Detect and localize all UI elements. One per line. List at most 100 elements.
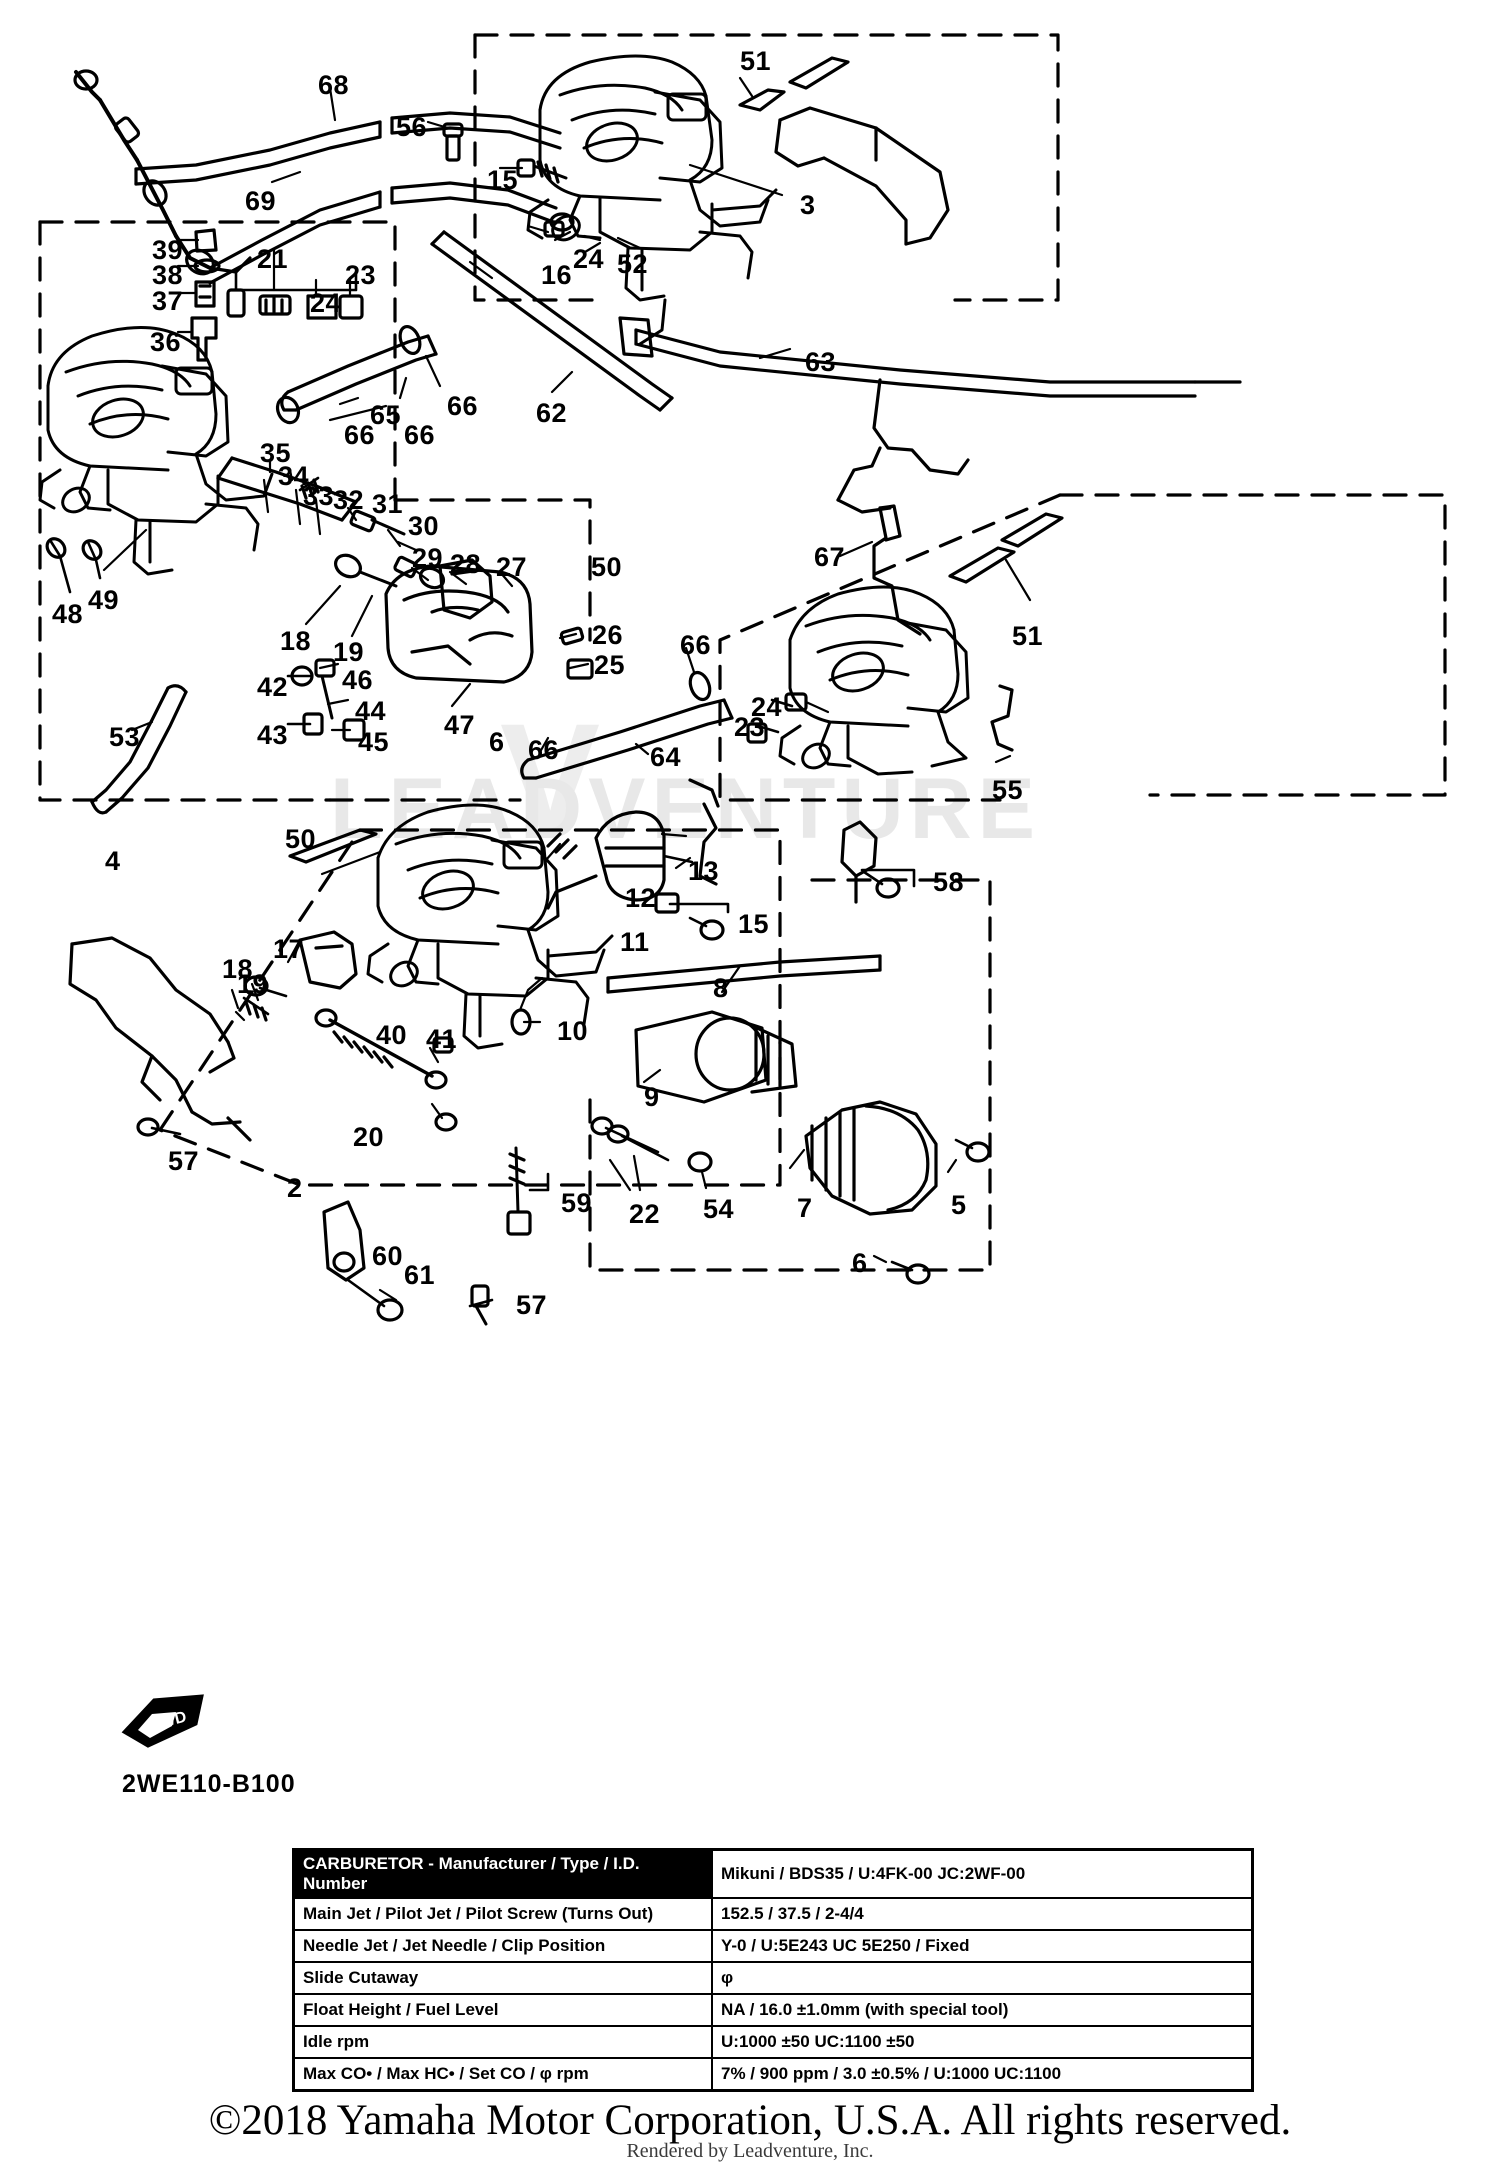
spec-table-row: CARBURETOR - Manufacturer / Type / I.D. … xyxy=(292,1848,1254,1900)
fwd-direction-marker: FWD xyxy=(118,1690,208,1750)
spec-value-cell: U:1000 ±50 UC:1100 ±50 xyxy=(711,2025,1254,2060)
callout-number-50: 50 xyxy=(591,552,623,582)
callout-number-3: 3 xyxy=(800,190,816,220)
callout-number-46: 46 xyxy=(342,665,374,695)
callout-number-24: 24 xyxy=(573,244,605,274)
callout-number-55: 55 xyxy=(992,775,1024,805)
callout-number-61: 61 xyxy=(404,1260,436,1290)
callout-number-52: 52 xyxy=(617,249,649,279)
callout-number-43: 43 xyxy=(257,720,289,750)
callout-number-60: 60 xyxy=(372,1241,404,1271)
callout-number-51: 51 xyxy=(740,46,772,76)
callout-number-30: 30 xyxy=(408,511,440,541)
callout-number-51: 51 xyxy=(1012,621,1044,651)
callout-number-18: 18 xyxy=(280,626,312,656)
spec-label-cell: Main Jet / Pilot Jet / Pilot Screw (Turn… xyxy=(292,1897,713,1932)
callout-number-49: 49 xyxy=(88,585,120,615)
callout-number-54: 54 xyxy=(703,1194,735,1224)
callout-number-50: 50 xyxy=(285,824,317,854)
callout-number-67: 67 xyxy=(814,542,846,572)
callout-number-56: 56 xyxy=(396,112,428,142)
callout-number-57: 57 xyxy=(168,1146,200,1176)
callout-number-7: 7 xyxy=(797,1193,813,1223)
callout-number-57: 57 xyxy=(516,1290,548,1320)
callout-number-37: 37 xyxy=(152,286,184,316)
callout-number-68: 68 xyxy=(318,70,350,100)
spec-value-cell: 7% / 900 ppm / 3.0 ±0.5% / U:1000 UC:110… xyxy=(711,2057,1254,2092)
rendered-by-notice: Rendered by Leadventure, Inc. xyxy=(626,2140,874,2162)
spec-label-cell: Needle Jet / Jet Needle / Clip Position xyxy=(292,1929,713,1964)
callout-number-63: 63 xyxy=(805,347,837,377)
callout-number-23: 23 xyxy=(734,712,766,742)
spec-label-cell: Max CO• / Max HC• / Set CO / φ rpm xyxy=(292,2057,713,2092)
callout-number-23: 23 xyxy=(345,260,377,290)
callout-number-5: 5 xyxy=(951,1190,967,1220)
callout-number-21: 21 xyxy=(257,244,289,274)
callout-number-64: 64 xyxy=(650,742,682,772)
callout-number-12: 12 xyxy=(625,883,657,913)
spec-value-cell: Y-0 / U:5E243 UC 5E250 / Fixed xyxy=(711,1929,1254,1964)
spec-value-cell: Mikuni / BDS35 / U:4FK-00 JC:2WF-00 xyxy=(711,1848,1254,1900)
callout-number-53: 53 xyxy=(109,722,141,752)
callout-number-25: 25 xyxy=(594,650,626,680)
spec-label-cell: Float Height / Fuel Level xyxy=(292,1993,713,2028)
callout-number-41: 41 xyxy=(426,1024,458,1054)
callout-number-66: 66 xyxy=(404,420,436,450)
diagram-part-number: 2WE110-B100 xyxy=(122,1770,296,1798)
carburetor-spec-table: CARBURETOR - Manufacturer / Type / I.D. … xyxy=(292,1848,1254,2093)
callout-number-69: 69 xyxy=(245,186,277,216)
callout-number-16: 16 xyxy=(541,260,573,290)
callout-number-35: 35 xyxy=(260,438,292,468)
callout-number-33: 33 xyxy=(303,481,335,511)
callout-number-45: 45 xyxy=(358,727,390,757)
callout-number-48: 48 xyxy=(52,599,84,629)
callout-number-66: 66 xyxy=(528,735,560,765)
callout-number-40: 40 xyxy=(376,1020,408,1050)
callout-number-66: 66 xyxy=(447,391,479,421)
callout-number-32: 32 xyxy=(333,485,365,515)
callout-number-15: 15 xyxy=(738,909,770,939)
callout-number-24: 24 xyxy=(310,288,342,318)
callout-number-6: 6 xyxy=(489,727,505,757)
callout-number-31: 31 xyxy=(372,489,404,519)
callout-number-26: 26 xyxy=(592,620,624,650)
callout-number-19: 19 xyxy=(333,637,365,667)
callout-number-38: 38 xyxy=(152,260,184,290)
callout-number-66: 66 xyxy=(680,630,712,660)
callout-number-15: 15 xyxy=(487,165,519,195)
spec-value-cell: 152.5 / 37.5 / 2-4/4 xyxy=(711,1897,1254,1932)
callout-number-6: 6 xyxy=(852,1248,868,1278)
callout-number-34: 34 xyxy=(278,461,310,491)
callout-number-47: 47 xyxy=(444,710,476,740)
callout-number-27: 27 xyxy=(496,552,528,582)
spec-label-cell: Idle rpm xyxy=(292,2025,713,2060)
callout-number-58: 58 xyxy=(933,867,965,897)
callout-number-39: 39 xyxy=(152,235,184,265)
spec-table-row: Main Jet / Pilot Jet / Pilot Screw (Turn… xyxy=(292,1897,1254,1932)
callout-number-22: 22 xyxy=(629,1199,661,1229)
callout-number-62: 62 xyxy=(536,398,568,428)
callout-number-13: 13 xyxy=(688,856,720,886)
spec-value-cell: NA / 16.0 ±1.0mm (with special tool) xyxy=(711,1993,1254,2028)
callout-number-17: 17 xyxy=(273,934,305,964)
callout-number-59: 59 xyxy=(561,1188,593,1218)
callout-number-18: 18 xyxy=(222,954,254,984)
callout-number-66: 66 xyxy=(344,420,376,450)
spec-label-cell: CARBURETOR - Manufacturer / Type / I.D. … xyxy=(292,1848,713,1900)
callout-number-20: 20 xyxy=(353,1122,385,1152)
exploded-parts-diagram xyxy=(38,33,1447,1326)
callout-number-29: 29 xyxy=(412,543,444,573)
callout-number-19: 19 xyxy=(237,969,269,999)
callout-number-9: 9 xyxy=(644,1082,660,1112)
callout-number-36: 36 xyxy=(150,327,182,357)
spec-value-cell: φ xyxy=(711,1961,1254,1996)
spec-label-cell: Slide Cutaway xyxy=(292,1961,713,1996)
callout-number-44: 44 xyxy=(355,696,387,726)
callout-number-28: 28 xyxy=(450,549,482,579)
callout-number-42: 42 xyxy=(257,672,289,702)
